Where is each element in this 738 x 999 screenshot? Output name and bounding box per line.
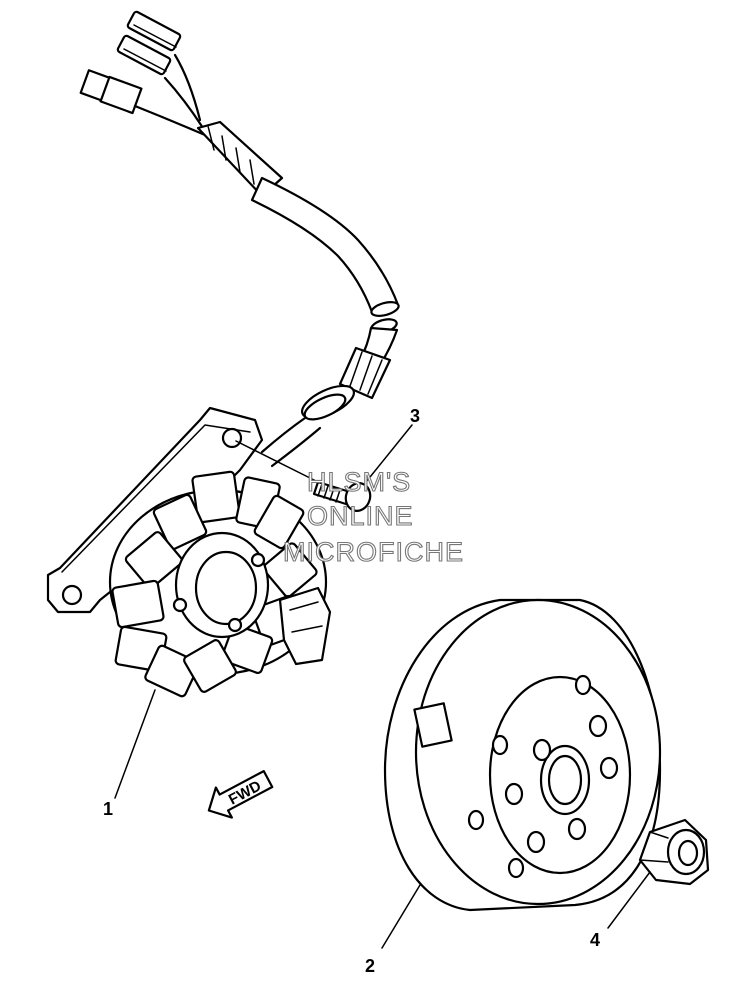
connector-coupler — [79, 69, 207, 137]
flywheel-rotor — [381, 598, 662, 949]
plate-mount-hole-top — [221, 427, 243, 449]
callout-leader-1 — [114, 689, 156, 799]
bolt — [235, 424, 413, 512]
cable-lower — [260, 318, 399, 468]
callout-leader-2 — [381, 884, 421, 949]
callout-leader-3 — [365, 424, 413, 483]
stator-hub-bore — [194, 550, 258, 626]
watermark-line-2: ONLINE — [307, 501, 414, 531]
watermark-line-3: MICROFICHE — [283, 537, 464, 567]
connector-plug-top — [126, 10, 202, 122]
callout-leader-4 — [607, 871, 651, 929]
hex-nut — [607, 818, 710, 929]
stator-assembly — [46, 406, 332, 799]
nut-bore — [677, 839, 699, 867]
callout-number-3: 3 — [410, 406, 420, 426]
watermark-line-1: HLSM'S — [307, 467, 411, 497]
callout-number-2: 2 — [365, 956, 375, 976]
callout-number-1: 1 — [103, 799, 113, 819]
watermark: HLSM'S ONLINE MICROFICHE — [282, 466, 464, 567]
wire-harness — [79, 10, 400, 468]
cable-sheath — [250, 176, 400, 317]
bolt-axis-line — [235, 440, 319, 483]
rotor-magnet-window — [413, 702, 453, 748]
forward-direction-arrow: FWD — [207, 769, 274, 819]
pickup-coil — [278, 586, 332, 666]
wire-bundle-tape — [196, 120, 284, 198]
plate-mount-hole-left — [61, 584, 83, 606]
callout-number-4: 4 — [590, 930, 600, 950]
rotor-bolt-holes — [467, 674, 619, 879]
bolt-head — [344, 482, 372, 512]
connector-plug-middle — [116, 34, 205, 130]
